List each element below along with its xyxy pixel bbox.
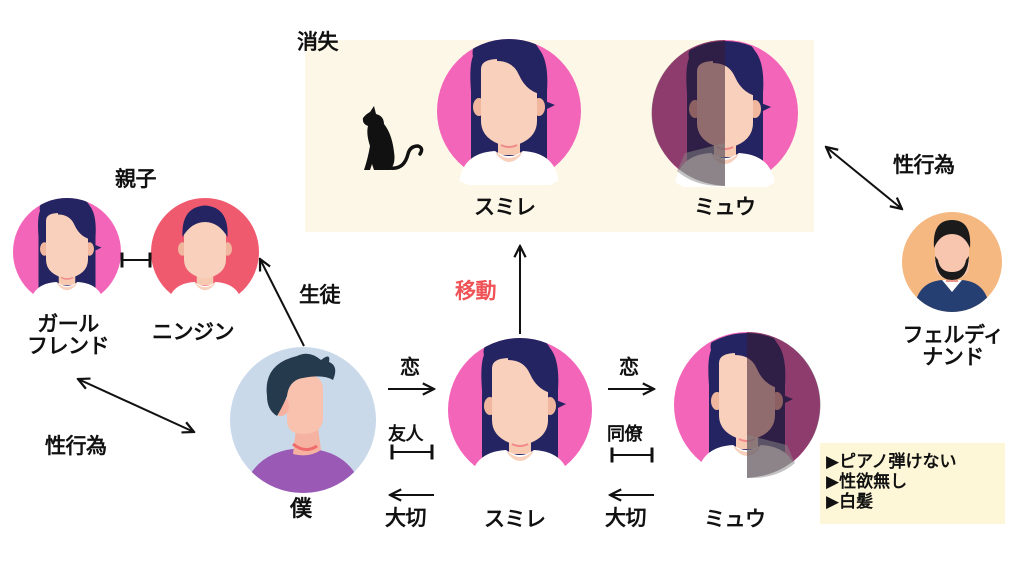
arrow-boku-girlfriend-sex bbox=[78, 379, 194, 432]
relation-boku-sumire-friend-label: 友人 bbox=[388, 424, 424, 445]
name-ninjin: ニンジン bbox=[152, 320, 235, 344]
avatar-ninjin bbox=[151, 198, 259, 308]
relation-sumire-miyu-love-label: 恋 bbox=[619, 355, 639, 379]
avatar-sumire bbox=[448, 338, 592, 485]
name-sumire: スミレ bbox=[484, 507, 546, 531]
name-girlfriend: ガール フレンド bbox=[27, 312, 110, 359]
relation-sex-right-label: 性行為 bbox=[893, 153, 955, 177]
miyu-traits-note: ▶ピアノ弾けない ▶性欲無し ▶白髪 bbox=[820, 443, 1005, 524]
avatar-boku bbox=[230, 347, 376, 493]
note-item: ▶白髪 bbox=[826, 492, 874, 512]
relation-miyu-sumire-precious-label: 大切 bbox=[605, 506, 647, 530]
parent-child-label: 親子 bbox=[115, 167, 157, 191]
relation-sumire-miyu-colleague-label: 同僚 bbox=[607, 424, 643, 445]
name-sumire-top: スミレ bbox=[474, 195, 536, 219]
arrow-boku-to-ninjin bbox=[260, 259, 305, 347]
name-boku: 僕 bbox=[290, 497, 312, 522]
relation-sex-left-label: 性行為 bbox=[45, 434, 107, 458]
name-miyu-top: ミュウ bbox=[694, 195, 756, 219]
relation-boku-sumire-love-label: 恋 bbox=[400, 355, 420, 379]
note-item: ▶性欲無し bbox=[826, 472, 908, 492]
avatar-miyu-top bbox=[651, 39, 798, 188]
relation-student-label: 生徒 bbox=[299, 283, 341, 307]
note-item: ▶ピアノ弾けない bbox=[826, 452, 957, 472]
cat-silhouette-icon bbox=[362, 106, 424, 170]
relation-sumire-boku-precious-label: 大切 bbox=[385, 506, 427, 530]
avatar-miyu bbox=[674, 331, 821, 480]
disappearance-group-label: 消失 bbox=[297, 30, 339, 54]
arrow-miyu-ferdinand-sex bbox=[826, 147, 902, 209]
avatar-ferdinand bbox=[902, 212, 1002, 312]
avatar-girlfriend bbox=[13, 198, 121, 309]
name-ferdinand: フェルディ ナンド bbox=[902, 323, 1004, 370]
name-miyu: ミュウ bbox=[704, 507, 766, 531]
relation-move-label: 移動 bbox=[455, 279, 497, 303]
avatar-sumire-top bbox=[437, 39, 581, 186]
